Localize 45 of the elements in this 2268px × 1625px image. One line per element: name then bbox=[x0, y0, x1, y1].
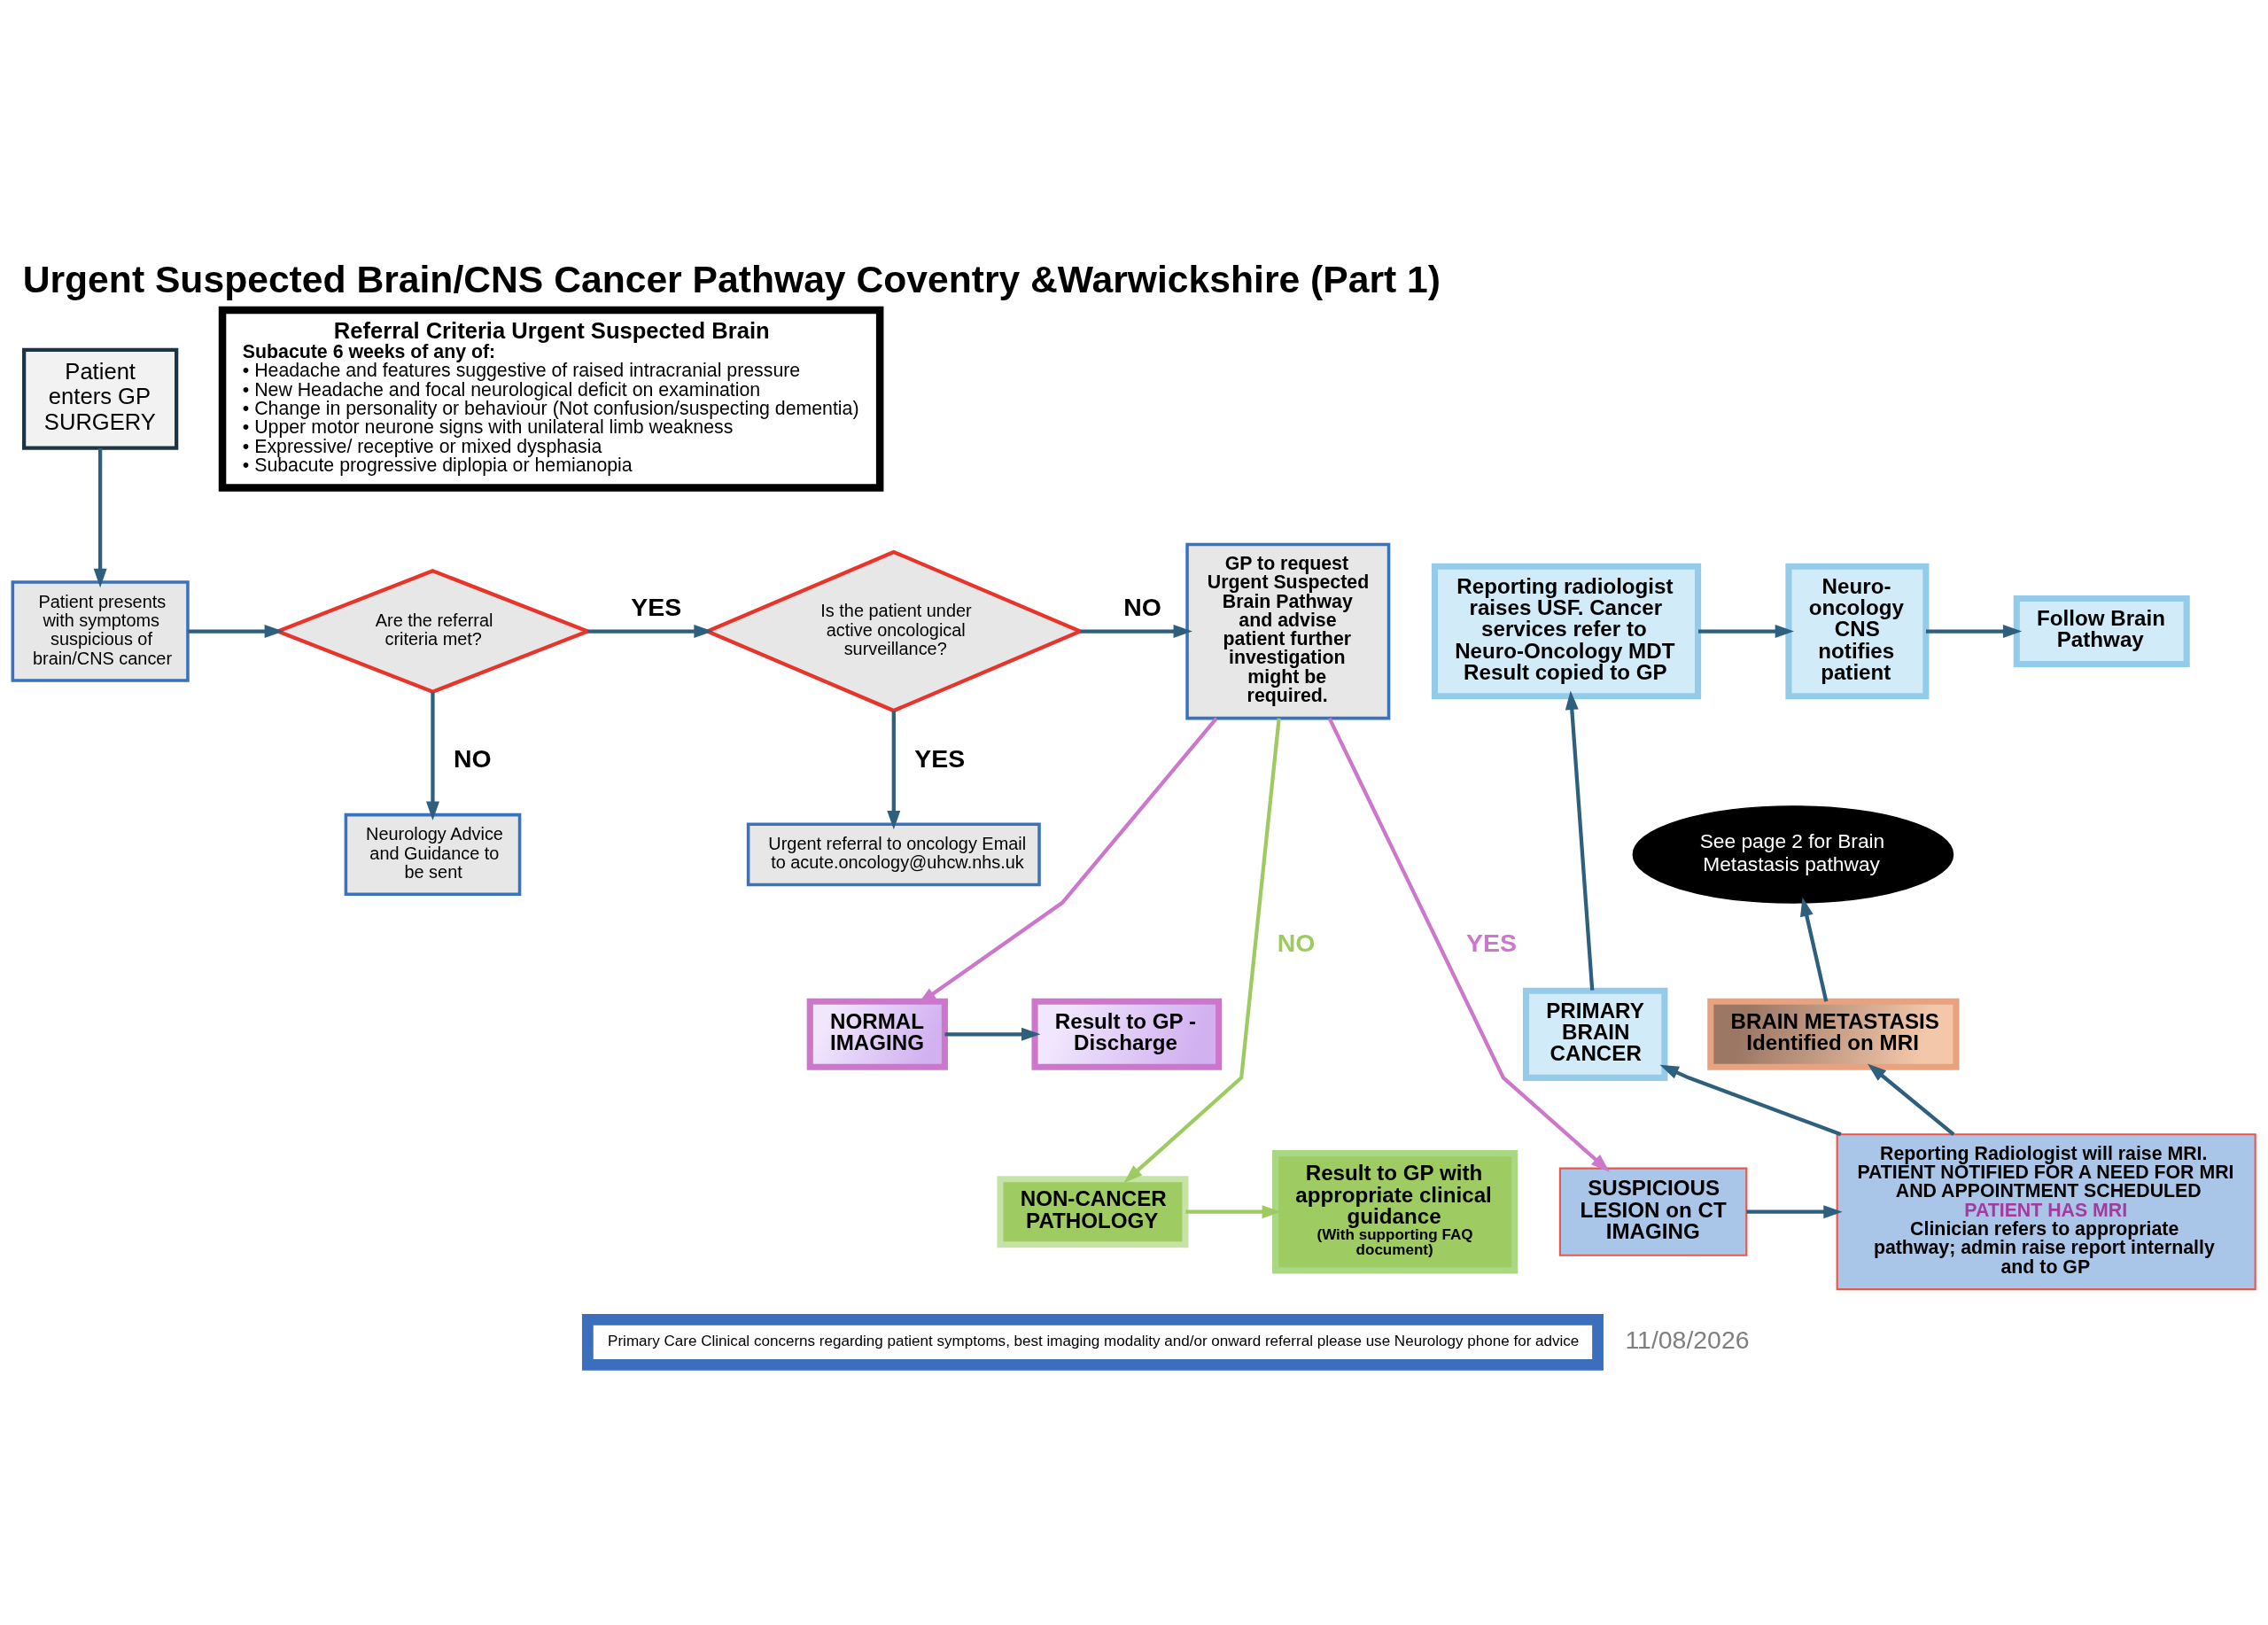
node-box: Urgent referral to oncology Email to acute.oncology@uhcw.nhs.uk bbox=[746, 822, 1041, 886]
node-box: NON-CANCER PATHOLOGY bbox=[997, 1175, 1189, 1248]
edge-label: NO bbox=[1277, 928, 1316, 957]
diagram-title: Urgent Suspected Brain/CNS Cancer Pathway Coventry &Warwickshire (Part 1) bbox=[22, 257, 1441, 300]
arrow bbox=[1123, 718, 1281, 1183]
arrow bbox=[1185, 1204, 1281, 1218]
arrow bbox=[587, 624, 713, 638]
node-box: PRIMARY BRAIN CANCER bbox=[1522, 987, 1668, 1081]
edge-label: NO bbox=[453, 743, 492, 773]
arrow bbox=[1926, 624, 2023, 638]
arrow bbox=[1800, 897, 1829, 1002]
arrow bbox=[93, 447, 107, 587]
node-box: Referral Criteria Urgent Suspected Brain Subacute 6 weeks of any of: • Headache and features suggestive of raised intracranial pressure • New Headache and focal neurological deficit on examination • Change in personality or behaviour (Not confusion/suspecting dementia) • Upper motor neurone signs with unilateral limb weakness • Expressive/ receptive or mixed dysphasia • Subacute progressive diplopia or hemianopia bbox=[218, 306, 884, 492]
arrow bbox=[944, 1027, 1041, 1041]
node-box: Patient enters GP SURGERY bbox=[22, 347, 179, 450]
arrow bbox=[1080, 624, 1192, 638]
node-box: Reporting Radiologist will raise MRI. PATIENT NOTIFIED FOR A NEED FOR MRI AND APPOINTMENT SCHEDULED PATIENT HAS MRI Clinician refers to appropriate pathway; admin raise report internally and to GP bbox=[1836, 1132, 2256, 1290]
node-box: Result to GP with appropriate clinical guidance (With supporting FAQ document) bbox=[1272, 1149, 1518, 1273]
arrow bbox=[1746, 1204, 1843, 1218]
arrow bbox=[188, 624, 284, 638]
node-box: Result to GP - Discharge bbox=[1031, 998, 1223, 1070]
label: 11/08/2026 bbox=[1625, 1325, 1750, 1354]
node-box: Patient presents with symptoms suspicious of brain/CNS cancer bbox=[11, 579, 190, 682]
node-ellipse: See page 2 for Brain Metastasis pathway bbox=[1632, 805, 1954, 904]
node-box: NORMAL IMAGING bbox=[806, 998, 948, 1070]
arrow bbox=[887, 710, 901, 829]
arrow bbox=[917, 716, 1218, 1005]
arrow bbox=[426, 691, 439, 820]
arrow bbox=[1327, 717, 1610, 1172]
node-box: SUSPICIOUS LESION on CT IMAGING bbox=[1558, 1167, 1748, 1256]
arrow bbox=[1565, 690, 1595, 991]
edge-label: YES bbox=[914, 743, 966, 773]
edge-label: NO bbox=[1123, 592, 1161, 621]
node-box: Primary Care Clinical concerns regarding patient symptoms, best imaging modality and/or onward referral please use Neurology phone for advice bbox=[581, 1313, 1604, 1371]
node-box: Neuro-oncology CNS notifies patient bbox=[1785, 563, 1930, 699]
node-box: BRAIN METASTASIS Identified on MRI bbox=[1707, 998, 1960, 1070]
node-box: Neurology Advice and Guidance to be sent bbox=[344, 812, 522, 896]
edge-label: YES bbox=[1465, 928, 1517, 957]
node-box: GP to request Urgent Suspected Brain Pathway and advise patient further investigation might be required. bbox=[1185, 542, 1391, 719]
edge-label: YES bbox=[631, 592, 682, 621]
node-box: Follow Brain Pathway bbox=[2013, 595, 2190, 667]
arrow bbox=[1867, 1062, 1955, 1136]
node-box: Reporting radiologist raises USF. Cancer services refer to Neuro-Oncology MDT Result copied to GP bbox=[1431, 563, 1702, 699]
arrow bbox=[1659, 1064, 1842, 1136]
arrow bbox=[1698, 624, 1795, 638]
